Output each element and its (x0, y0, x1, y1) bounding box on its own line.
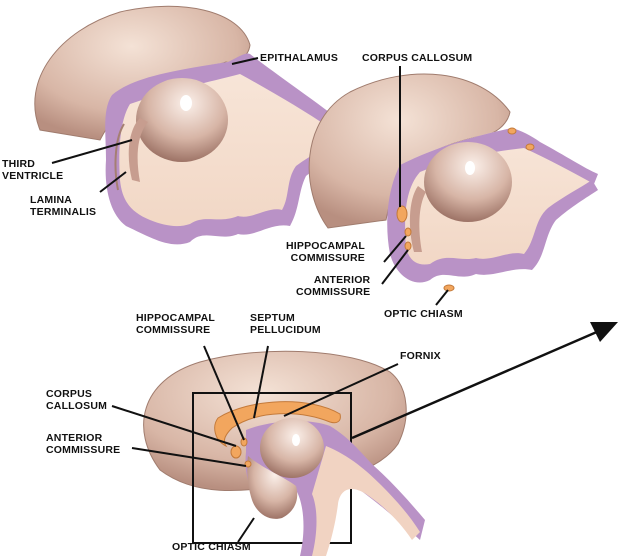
label-third-ventricle-line-2: VENTRICLE (2, 170, 64, 182)
label-hippocampal-commissure-bottom-line-1: HIPPOCAMPAL (136, 312, 216, 324)
bottom-corpus-callosum-dot (230, 445, 242, 459)
bottom-thalamus (260, 418, 324, 478)
label-hippocampal-commissure-top-line-1: HIPPOCAMPAL (286, 240, 366, 252)
label-corpus-callosum-bottom-line-1: CORPUS (46, 388, 93, 400)
label-anterior-commissure-top: ANTERIOR COMMISSURE (296, 274, 370, 298)
label-corpus-callosum-bottom-line-2: CALLOSUM (46, 400, 108, 412)
label-hippocampal-commissure-bottom: HIPPOCAMPAL COMMISSURE (136, 312, 215, 336)
top-right-corpus-callosum (396, 205, 408, 223)
label-corpus-callosum-bottom: CORPUS CALLOSUM (46, 388, 107, 412)
top-right-thalamus-highlight (465, 161, 475, 175)
top-left-ventricle-lining (105, 53, 357, 245)
top-right-hippocampal-commissure (404, 227, 412, 237)
top-left-thalamus-highlight (180, 95, 192, 111)
bottom-corpus-callosum (214, 401, 341, 448)
bottom-brainstem-core (312, 446, 420, 556)
label-anterior-commissure-bottom: ANTERIOR COMMISSURE (46, 432, 120, 456)
bottom-brain (111, 322, 618, 556)
label-hippocampal-commissure-top: HIPPOCAMPAL COMMISSURE (286, 240, 365, 264)
label-epithalamus: EPITHALAMUS (260, 52, 339, 64)
bottom-anterior-commissure-dot (244, 460, 252, 468)
top-right-epithalamic-dot-2 (525, 143, 535, 151)
label-lamina-terminalis-line-1: LAMINA (30, 194, 73, 206)
label-anterior-commissure-top-line-1: ANTERIOR (313, 274, 371, 286)
label-septum-pellucidum: SEPTUM PELLUCIDUM (250, 312, 321, 336)
top-left-ridge-shadow (114, 123, 125, 191)
top-left-brain (34, 5, 357, 245)
top-right-ridge (409, 186, 426, 252)
label-anterior-commissure-bottom-line-2: COMMISSURE (46, 444, 121, 456)
bottom-hypothalamus (247, 456, 298, 519)
label-hippocampal-commissure-bottom-line-2: COMMISSURE (136, 324, 211, 336)
top-right-brain (308, 66, 598, 306)
label-lamina-terminalis: LAMINA TERMINALIS (30, 194, 96, 218)
top-right-thalamus (424, 142, 512, 222)
label-fornix: FORNIX (400, 350, 441, 362)
top-right-anterior-commissure (404, 241, 412, 251)
top-right-epithalamic-dot-1 (507, 127, 517, 135)
label-hippocampal-commissure-top-line-2: COMMISSURE (290, 252, 366, 264)
top-right-optic-chiasm (443, 284, 455, 292)
label-third-ventricle-line-1: THIRD (2, 158, 36, 170)
label-anterior-commissure-bottom-line-1: ANTERIOR (46, 432, 103, 444)
label-septum-pellucidum-line-2: PELLUCIDUM (250, 324, 321, 336)
top-right-ventricle-lining (387, 128, 598, 283)
label-optic-chiasm-top: OPTIC CHIASM (384, 308, 463, 320)
top-left-lamina-ridge (128, 118, 148, 182)
label-anterior-commissure-top-line-2: COMMISSURE (296, 286, 371, 298)
label-corpus-callosum-top: CORPUS CALLOSUM (362, 52, 473, 64)
label-septum-pellucidum-line-1: SEPTUM (250, 312, 295, 324)
label-third-ventricle: THIRD VENTRICLE (2, 158, 63, 182)
arrow-head (590, 322, 618, 342)
top-left-thalamus (136, 78, 228, 162)
bottom-thalamus-highlight (292, 434, 300, 446)
label-lamina-terminalis-line-2: TERMINALIS (30, 206, 97, 218)
label-optic-chiasm-bottom: OPTIC CHIASM (172, 541, 251, 553)
